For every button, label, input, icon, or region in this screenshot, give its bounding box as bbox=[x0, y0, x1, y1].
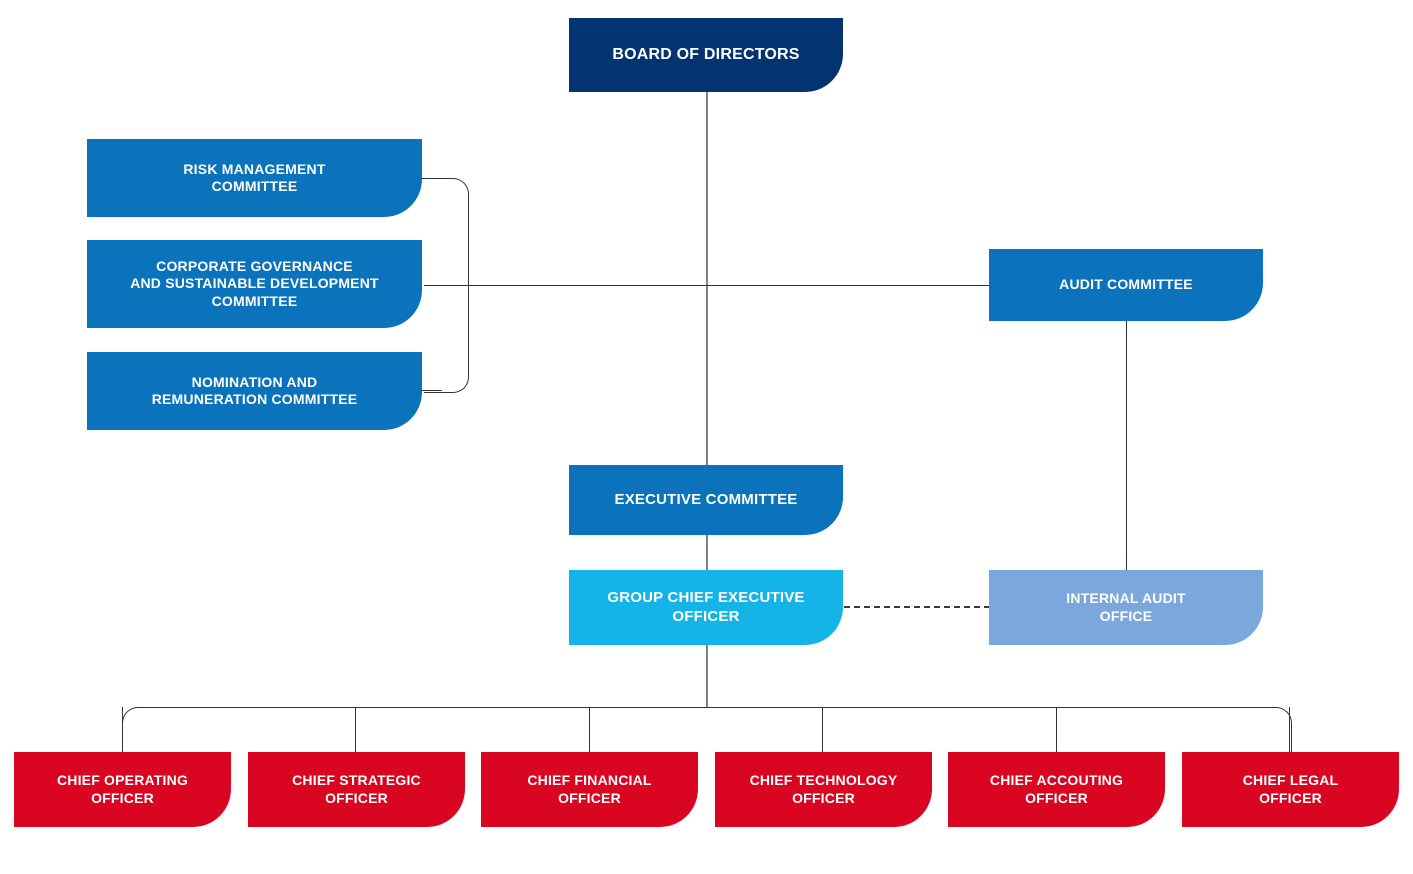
node-corporate-governance-committee[interactable]: CORPORATE GOVERNANCE AND SUSTAINABLE DEV… bbox=[87, 240, 422, 328]
node-label: NOMINATION AND REMUNERATION COMMITTEE bbox=[151, 373, 358, 408]
node-label: CHIEF LEGAL OFFICER bbox=[1242, 772, 1339, 806]
node-label: CHIEF TECHNOLOGY OFFICER bbox=[749, 772, 898, 806]
node-label: GROUP CHIEF EXECUTIVE OFFICER bbox=[607, 588, 805, 625]
node-audit-committee[interactable]: AUDIT COMMITTEE bbox=[989, 249, 1263, 321]
node-label: CHIEF STRATEGIC OFFICER bbox=[292, 772, 421, 806]
node-board-of-directors[interactable]: BOARD OF DIRECTORS bbox=[569, 18, 843, 92]
committee-bracket bbox=[424, 178, 469, 393]
drop-chief-operating-officer bbox=[122, 707, 123, 752]
node-chief-financial-officer[interactable]: CHIEF FINANCIAL OFFICER bbox=[481, 752, 698, 827]
drop-chief-financial-officer bbox=[589, 707, 590, 752]
spine-ceo-to-officers bbox=[706, 645, 708, 708]
node-chief-legal-officer[interactable]: CHIEF LEGAL OFFICER bbox=[1182, 752, 1399, 827]
node-label: EXECUTIVE COMMITTEE bbox=[614, 490, 798, 508]
drop-chief-strategic-officer bbox=[355, 707, 356, 752]
officers-bracket bbox=[122, 707, 1292, 753]
node-chief-strategic-officer[interactable]: CHIEF STRATEGIC OFFICER bbox=[248, 752, 465, 827]
spine-exec-to-ceo bbox=[706, 535, 708, 570]
node-label: CHIEF OPERATING OFFICER bbox=[56, 772, 189, 806]
node-nomination-remuneration-committee[interactable]: NOMINATION AND REMUNERATION COMMITTEE bbox=[87, 352, 422, 430]
node-chief-accouting-officer[interactable]: CHIEF ACCOUTING OFFICER bbox=[948, 752, 1165, 827]
node-chief-operating-officer[interactable]: CHIEF OPERATING OFFICER bbox=[14, 752, 231, 827]
node-label: INTERNAL AUDIT OFFICE bbox=[1066, 590, 1186, 624]
node-label: RISK MANAGEMENT COMMITTEE bbox=[183, 160, 326, 195]
spine-board-to-exec bbox=[706, 90, 708, 465]
node-group-chief-executive-officer[interactable]: GROUP CHIEF EXECUTIVE OFFICER bbox=[569, 570, 843, 645]
node-label: CHIEF ACCOUTING OFFICER bbox=[989, 772, 1124, 806]
line-audit-to-internal-audit bbox=[1126, 321, 1127, 570]
stub-risk-management bbox=[420, 178, 442, 179]
drop-chief-technology-officer bbox=[822, 707, 823, 752]
stub-nomination-remuneration bbox=[420, 390, 442, 391]
drop-chief-accouting-officer bbox=[1056, 707, 1057, 752]
node-label: BOARD OF DIRECTORS bbox=[612, 46, 800, 63]
drop-chief-legal-officer bbox=[1289, 707, 1290, 752]
node-internal-audit-office[interactable]: INTERNAL AUDIT OFFICE bbox=[989, 570, 1263, 645]
node-label: CHIEF FINANCIAL OFFICER bbox=[527, 772, 652, 806]
node-risk-management-committee[interactable]: RISK MANAGEMENT COMMITTEE bbox=[87, 139, 422, 217]
node-label: AUDIT COMMITTEE bbox=[1059, 276, 1193, 293]
node-label: CORPORATE GOVERNANCE AND SUSTAINABLE DEV… bbox=[130, 257, 379, 309]
trunk-committees-to-audit bbox=[424, 285, 990, 286]
node-executive-committee[interactable]: EXECUTIVE COMMITTEE bbox=[569, 465, 843, 535]
node-chief-technology-officer[interactable]: CHIEF TECHNOLOGY OFFICER bbox=[715, 752, 932, 827]
dotted-ceo-to-internal-audit bbox=[844, 606, 990, 608]
